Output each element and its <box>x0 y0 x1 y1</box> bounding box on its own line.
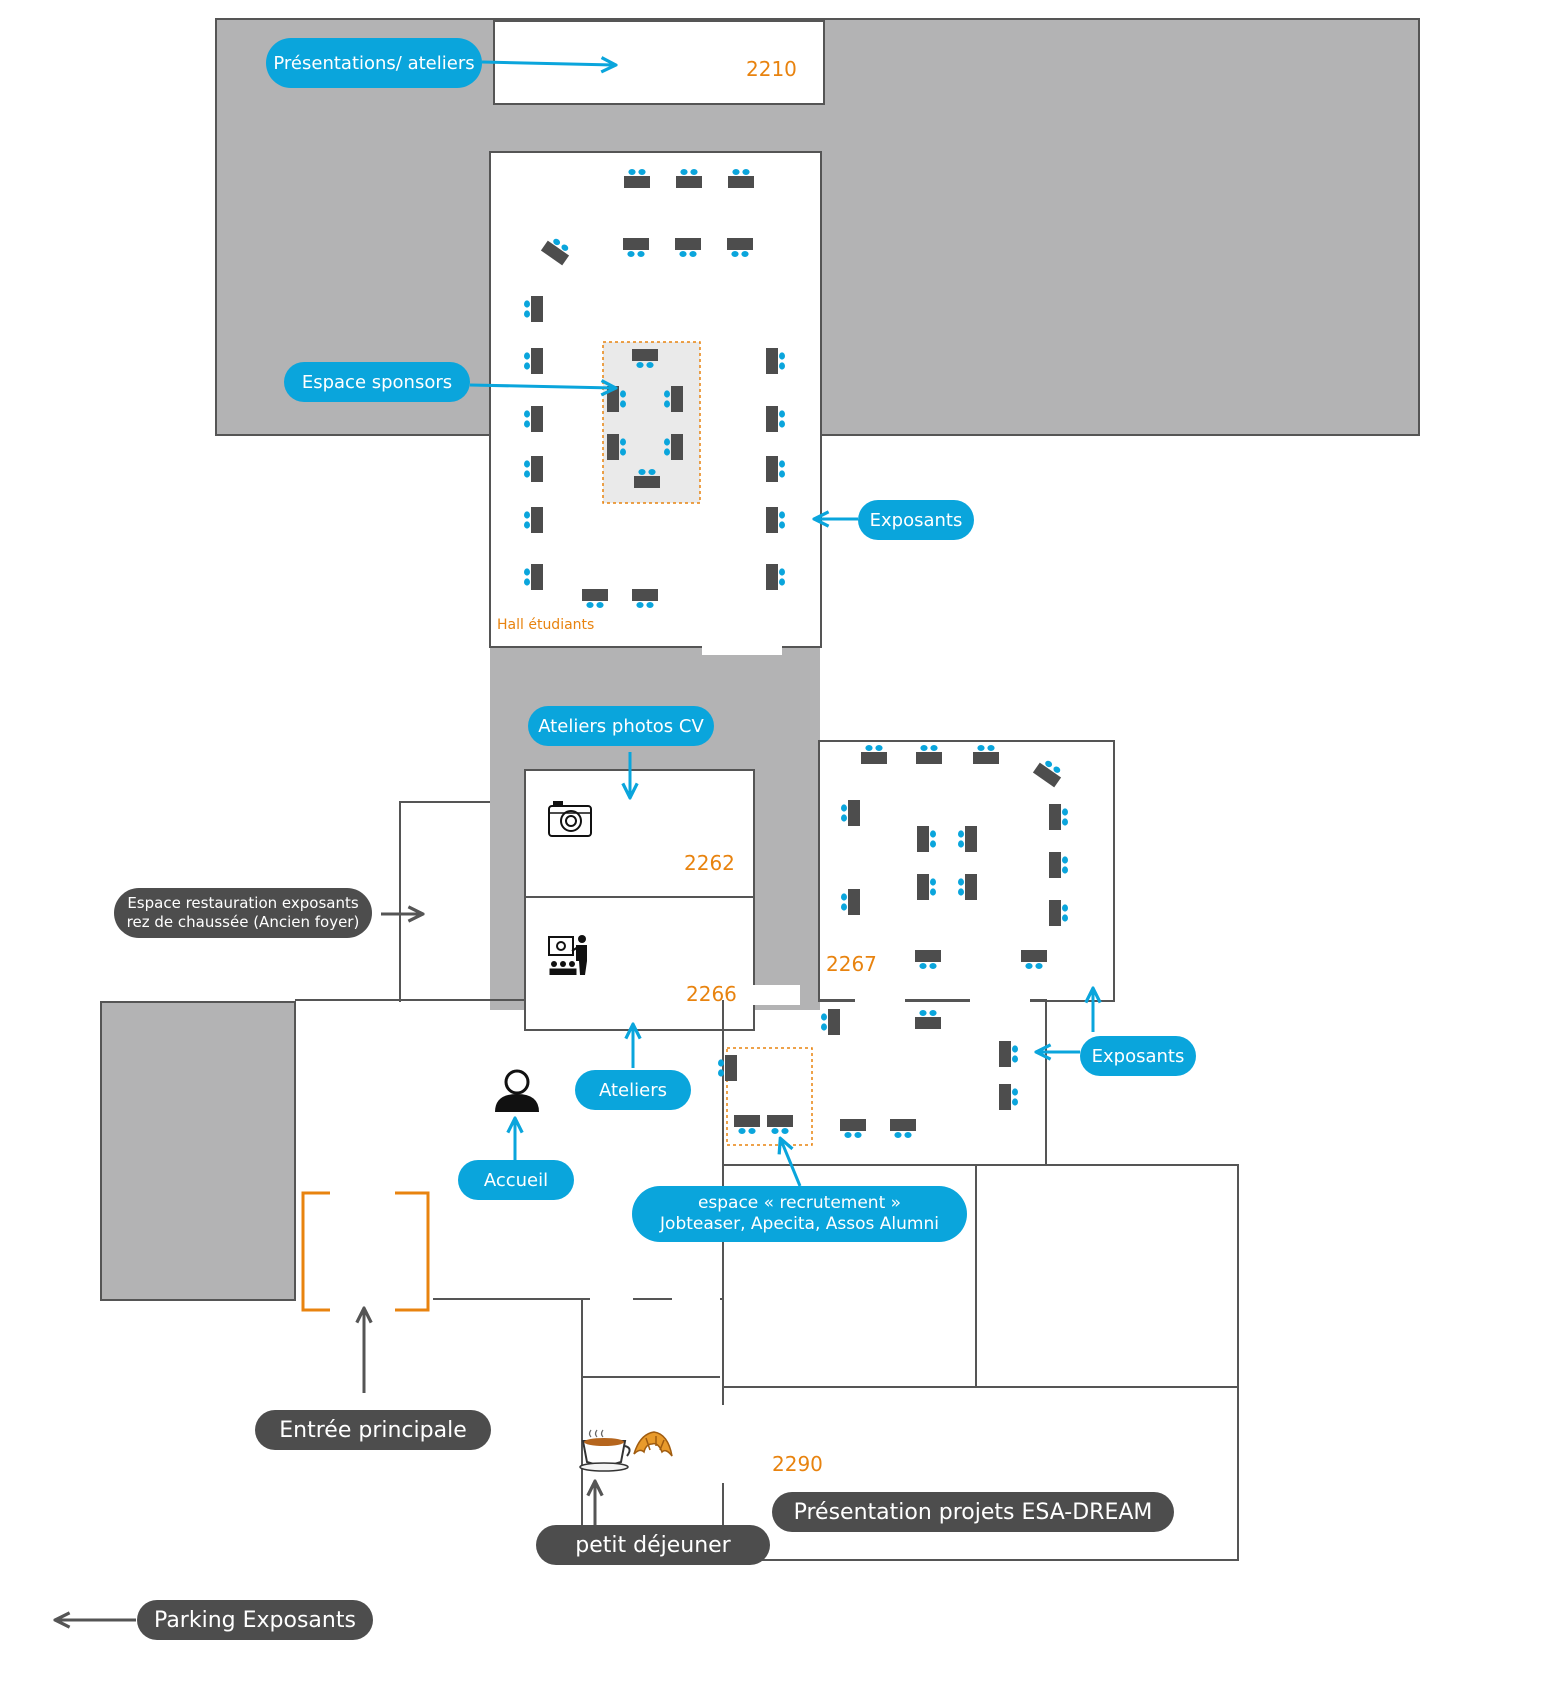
exhibitor-table-icon <box>1049 900 1068 926</box>
exhibitor-table-icon <box>634 469 660 488</box>
entrance-bracket-right <box>395 1191 430 1312</box>
west-block <box>100 1001 296 1301</box>
presenter-icon <box>548 935 587 975</box>
exhibitor-table-icon <box>890 1119 916 1138</box>
recrutement-callout: espace « recrutement » Jobteaser, Apecit… <box>632 1186 967 1242</box>
exhibitor-table-icon <box>766 564 785 590</box>
hall-doorway <box>702 639 782 655</box>
room-number-2210: 2210 <box>746 57 797 81</box>
exhibitor-table-icon <box>632 349 658 368</box>
exhibitor-table-icon <box>734 1115 760 1134</box>
exhibitor-table-icon <box>840 1119 866 1138</box>
exhibitor-table-icon <box>675 238 701 257</box>
room-number-2262: 2262 <box>684 851 735 875</box>
exhibitor-table-icon <box>676 169 702 188</box>
exhibitor-table-icon <box>524 406 543 432</box>
exhibitor-table-icon <box>524 564 543 590</box>
restauration-callout: Espace restauration exposants rez de cha… <box>114 888 372 938</box>
accueil-callout: Accueil <box>458 1160 574 1200</box>
exhibitor-table-icon <box>973 745 999 764</box>
exhibitor-table-icon <box>767 1115 793 1134</box>
exhibitor-table-icon <box>728 169 754 188</box>
exhibitor-table-icon <box>841 800 860 826</box>
esa-dream-callout: Présentation projets ESA-DREAM <box>772 1492 1174 1532</box>
exhibitor-table-icon <box>632 589 658 608</box>
exhibitor-table-icon <box>664 434 683 460</box>
exhibitor-table-icon <box>766 348 785 374</box>
exhibitor-table-icon <box>917 826 936 852</box>
restauration-line-2: rez de chaussée (Ancien foyer) <box>126 913 360 931</box>
room-east-b <box>975 1164 1239 1388</box>
exhibitor-table-icon <box>524 507 543 533</box>
exhibitor-table-icon <box>958 874 977 900</box>
exhibitor-table-icon <box>1021 950 1047 969</box>
exhibitor-table-icon <box>664 386 683 412</box>
exhibitor-table-icon <box>727 238 753 257</box>
room-number-2290: 2290 <box>772 1452 823 1476</box>
exhibitor-table-icon <box>623 238 649 257</box>
petit-dejeuner-callout: petit déjeuner <box>536 1525 770 1565</box>
recruitment-area <box>726 1047 813 1146</box>
exhibitor-table-icon <box>915 1010 941 1029</box>
recrutement-line-2: Jobteaser, Apecita, Assos Alumni <box>660 1214 939 1234</box>
room-number-2266: 2266 <box>686 982 737 1006</box>
hall-etudiants-label: Hall étudiants <box>497 617 595 633</box>
exhibitor-table-icon <box>821 1009 840 1035</box>
exhibitor-table-icon <box>915 950 941 969</box>
exhibitor-table-icon <box>766 406 785 432</box>
exhibitor-table-icon <box>958 826 977 852</box>
exhibitor-table-icon <box>524 348 543 374</box>
entrance-bracket-left <box>301 1191 330 1312</box>
exhibitor-table-icon <box>766 456 785 482</box>
exhibitor-table-icon <box>624 169 650 188</box>
exhibitor-table-icon <box>841 889 860 915</box>
exhibitor-table-icon <box>1049 804 1068 830</box>
exhibitor-table-icon <box>1049 852 1068 878</box>
room-number-2267: 2267 <box>826 952 877 976</box>
exhibitor-tables <box>524 169 1068 1138</box>
exhibitor-table-icon <box>917 874 936 900</box>
presentations-callout: Présentations/ ateliers <box>266 38 482 88</box>
exhibitor-table-icon <box>582 589 608 608</box>
restauration-wall <box>399 801 490 1002</box>
camera-icon <box>548 801 592 837</box>
ateliers-callout: Ateliers <box>575 1070 691 1110</box>
exhibitor-table-icon <box>524 456 543 482</box>
exhibitor-table-icon <box>1032 760 1062 788</box>
exhibitor-table-icon <box>766 507 785 533</box>
ateliers-photos-callout: Ateliers photos CV <box>528 706 714 746</box>
exhibitor-table-icon <box>916 745 942 764</box>
entree-principale-callout: Entrée principale <box>255 1410 491 1450</box>
exhibitor-table-icon <box>524 296 543 322</box>
parking-callout: Parking Exposants <box>137 1600 373 1640</box>
exhibitor-table-icon <box>861 745 887 764</box>
exhibitor-table-icon <box>718 1055 737 1081</box>
exhibitor-table-icon <box>607 434 626 460</box>
exposants-east-callout: Exposants <box>1080 1036 1196 1076</box>
exposants-hall-callout: Exposants <box>858 500 974 540</box>
restauration-line-1: Espace restauration exposants <box>127 894 359 913</box>
recrutement-line-1: espace « recrutement » <box>697 1192 902 1213</box>
coffee-cup-icon <box>579 1429 631 1472</box>
exhibitor-table-icon <box>999 1084 1018 1110</box>
exhibitor-table-icon <box>540 238 570 266</box>
croissant-icon <box>633 1431 673 1457</box>
exhibitor-table-icon <box>999 1041 1018 1067</box>
sponsors-callout: Espace sponsors <box>284 362 470 402</box>
person-icon <box>495 1069 539 1112</box>
